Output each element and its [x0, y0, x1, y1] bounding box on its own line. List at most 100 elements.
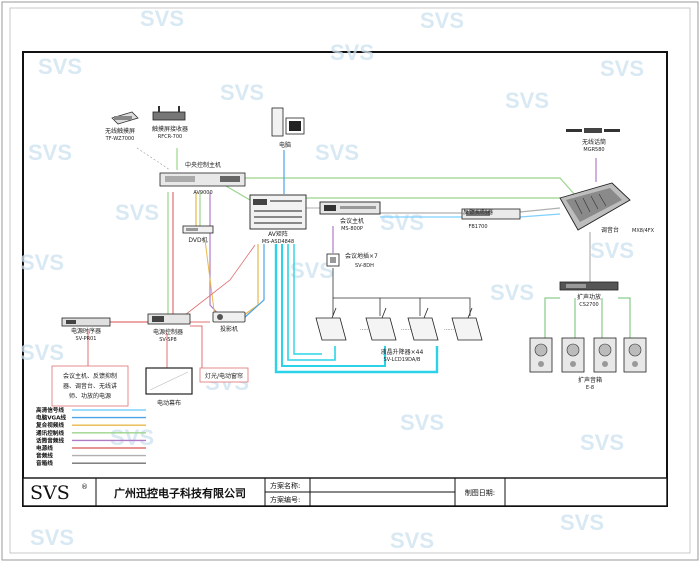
power-controller-device: 电源控制器 SV-SP8: [147, 313, 191, 343]
power-line: [190, 325, 203, 368]
floor-box-device: 会议地插×7 SV-8DH: [326, 252, 378, 269]
watermark: SVS: [140, 6, 184, 31]
speakers-device: 扩声音箱 E-8: [529, 337, 647, 391]
legend-label: 话筒音频线: [36, 436, 64, 444]
floor-box-name: 会议地插×7: [345, 252, 378, 260]
wireless-mic-name: 无线话筒: [582, 138, 606, 146]
lights-box: 灯光/电动窗帘: [199, 367, 249, 383]
lift-model: SV-LCD19DA/B: [384, 357, 421, 363]
lift-monitors: …… …… …… 液晶升降器×44 SV-LCD19DA/B: [315, 307, 483, 363]
feedback-suppressor-device: 反馈抑制器 FB1700: [461, 208, 521, 230]
touch-screen-name: 无线触摸屏: [105, 127, 135, 135]
projector-name: 投影机: [220, 325, 238, 333]
watermark: SVS: [110, 425, 154, 450]
touch-receiver-name: 触摸屏接收器: [152, 125, 188, 133]
power-controller-name: 电源控制器: [153, 328, 183, 336]
mixer-name: 调音台: [601, 226, 619, 234]
watermark: SVS: [315, 140, 359, 165]
mixer-model: MX8/4FX: [632, 228, 655, 234]
watermark: SVS: [590, 238, 634, 263]
watermark: SVS: [400, 410, 444, 435]
legend-label: 电源线: [36, 444, 53, 452]
power-note-box: 会议主机、反馈抑制 器、调音台、无线讲 师、功放的电源: [51, 365, 129, 407]
speakers-name: 扩声音箱: [578, 376, 602, 384]
date-label: 制图日期:: [465, 488, 495, 497]
lift-monitor: [315, 307, 347, 341]
connection-lines: [87, 147, 631, 374]
touch-screen-device: 无线触摸屏 TF-WZ7000: [105, 111, 139, 142]
speaker-lines: [544, 297, 631, 338]
watermark: SVS: [505, 88, 549, 113]
legend-label: 音频线: [36, 452, 53, 460]
video-line: [204, 239, 216, 319]
screen-device: 电动幕布: [145, 367, 193, 407]
matrix-device: AV矩阵 MS-ASD4848: [249, 194, 307, 245]
watermark: SVS: [380, 210, 424, 235]
comm-line: [245, 177, 576, 196]
dvd-device: DVD机: [182, 225, 214, 244]
hd-line: [281, 244, 386, 367]
computer-device: 电脑: [271, 107, 305, 149]
wireless-link: [136, 147, 171, 171]
lift-monitor: [407, 307, 439, 341]
audio-line: [519, 207, 561, 213]
frame-border: [9, 7, 691, 554]
watermark: SVS: [115, 200, 159, 225]
title-block: SVS ® 广州迅控电子科技有限公司 方案名称: 方案编号: 制图日期:: [22, 477, 668, 507]
matrix-name: AV矩阵: [268, 230, 288, 238]
wireless-mic-model: MGR580: [583, 147, 604, 153]
watermark: SVS: [38, 54, 82, 79]
touch-receiver-device: 触摸屏接收器 RFCR-700: [152, 106, 188, 140]
audio-line: [519, 213, 561, 218]
dvd-name: DVD机: [188, 236, 207, 244]
screen-name: 电动幕布: [157, 399, 181, 407]
registered-mark: ®: [81, 483, 88, 491]
hd-line: [287, 244, 336, 361]
sequencer-device: 电源时序器 SV-PR01: [61, 317, 111, 342]
computer-name: 电脑: [279, 141, 291, 149]
sequencer-name: 电源时序器: [71, 327, 101, 335]
mic-bus: [332, 268, 471, 316]
lift-monitor: [365, 307, 397, 341]
legend-label: 音箱线: [36, 459, 53, 467]
touch-screen-model: TF-WZ7000: [105, 136, 135, 142]
svg-text:……: ……: [444, 326, 454, 332]
central-control-name: 中央控制主机: [185, 161, 221, 169]
sequencer-model: SV-PR01: [76, 336, 97, 342]
scheme-name-label: 方案名称:: [270, 481, 300, 490]
touch-receiver-model: RFCR-700: [158, 134, 182, 140]
vga-line: [243, 244, 265, 319]
watermark: SVS: [330, 40, 374, 65]
legend-label: 电脑VGA线: [36, 414, 66, 422]
watermark: SVS: [220, 80, 264, 105]
logo: SVS: [30, 482, 70, 504]
watermark: SVS: [560, 510, 604, 535]
company-name: 广州迅控电子科技有限公司: [114, 486, 246, 500]
watermark: SVS: [600, 56, 644, 81]
power-note-line: 会议主机、反馈抑制: [63, 372, 117, 380]
legend-label: 高清信号线: [36, 406, 64, 414]
watermark: SVS: [490, 280, 534, 305]
central-control-device: 中央控制主机 AV9000: [159, 161, 246, 196]
matrix-model: MS-ASD4848: [262, 239, 294, 245]
comm-line: [225, 185, 251, 201]
amplifier-device: 扩声功放 CS2700: [559, 281, 619, 308]
hd-line: [274, 244, 439, 374]
svg-text:……: ……: [401, 326, 411, 332]
watermark: SVS: [580, 430, 624, 455]
projector-device: 投影机: [212, 311, 246, 333]
watermarks: SVS SVS SVS SVS SVS SVS SVS SVS SVS SVS …: [20, 6, 644, 553]
power-controller-model: SV-SP8: [159, 337, 176, 343]
watermark: SVS: [28, 140, 72, 165]
feedback-suppressor-model: FB1700: [468, 224, 487, 230]
central-control-model: AV9000: [193, 190, 212, 196]
power-note-line: 师、功放的电源: [69, 392, 111, 400]
watermark: SVS: [30, 525, 74, 550]
watermark: SVS: [390, 528, 434, 553]
watermark: SVS: [420, 8, 464, 33]
floor-box-model: SV-8DH: [355, 263, 374, 269]
hd-line: [293, 244, 322, 355]
conference-host-device: 会议主机 MS-800P: [319, 201, 381, 232]
